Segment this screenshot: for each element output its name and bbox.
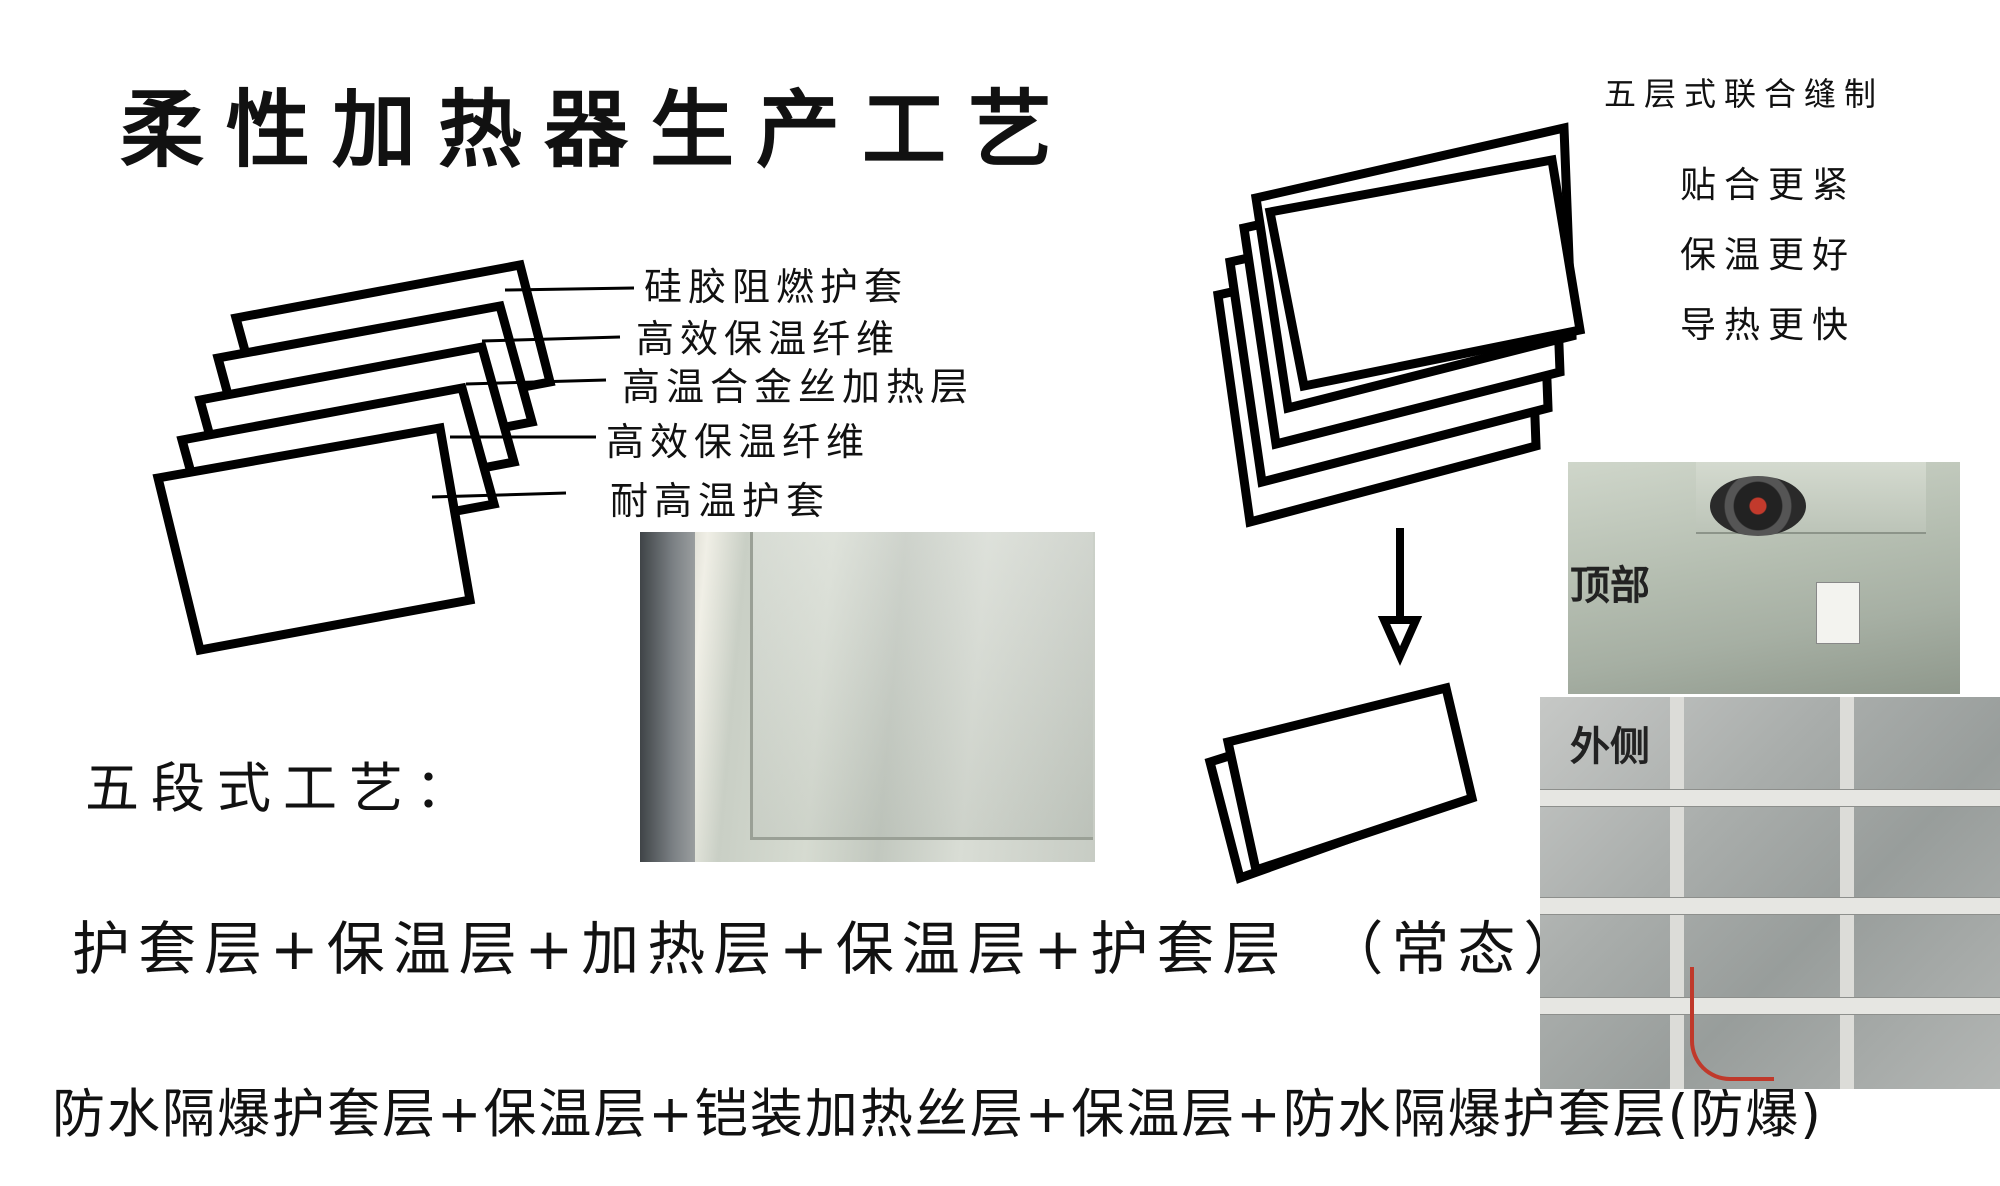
stack-sheet-5 <box>1264 154 1586 392</box>
side-photo-label: 外侧 <box>1570 724 1650 770</box>
process-name: 五层式联合缝制 <box>1604 75 1885 113</box>
layer-label-insulation-fiber-bottom: 高效保温纤维 <box>606 420 871 464</box>
leader-line-2 <box>481 335 621 343</box>
combined-sheet <box>1204 682 1478 884</box>
layer-label-silicone-sheath: 硅胶阻燃护套 <box>644 265 909 309</box>
layer-label-heating-layer: 高温合金丝加热层 <box>622 365 975 409</box>
right-layer-stack <box>1212 122 1586 528</box>
layer-label-heat-resistant-sheath: 耐高温护套 <box>610 479 831 523</box>
leader-lines <box>431 286 635 499</box>
normal-formula: 护套层+保温层+加热层+保温层+护套层 （常态） <box>72 915 1590 983</box>
closeup-photo <box>640 532 1095 862</box>
explosion-proof-formula: 防水隔爆护套层+保温层+铠装加热丝层+保温层+防水隔爆护套层(防爆) <box>52 1084 1823 1145</box>
leader-line-5 <box>431 491 567 499</box>
top-view-photo: 顶部 <box>1568 462 1960 694</box>
leader-line-3 <box>465 378 607 386</box>
leader-line-1 <box>504 286 635 292</box>
side-view-photo: 外侧 <box>1540 697 2000 1089</box>
left-layer-stack <box>152 259 556 656</box>
benefit-better-insulation: 保温更好 <box>1680 235 1857 276</box>
down-arrow <box>1377 528 1423 666</box>
benefit-tighter-fit: 贴合更紧 <box>1680 165 1857 206</box>
layer-sheet-5 <box>152 422 476 656</box>
five-section-title: 五段式工艺： <box>85 757 481 820</box>
page-title: 柔性加热器生产工艺 <box>120 81 1075 179</box>
top-photo-label: 顶部 <box>1570 563 1650 609</box>
benefit-faster-conduction: 导热更快 <box>1680 305 1857 346</box>
layer-label-insulation-fiber-top: 高效保温纤维 <box>636 317 901 361</box>
